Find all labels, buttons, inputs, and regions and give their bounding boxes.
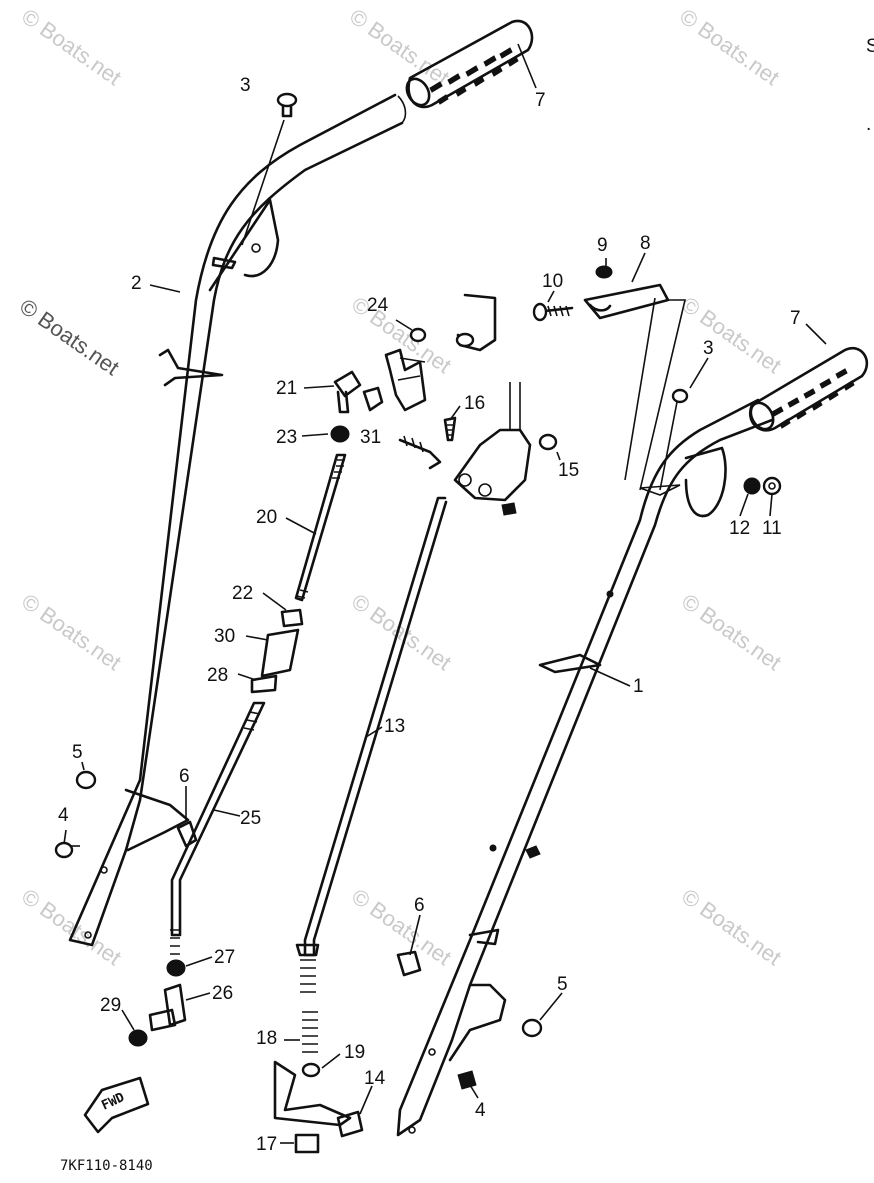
callout-14: 14 <box>364 1068 386 1089</box>
watermark: © Boats.net <box>677 589 786 676</box>
watermark: © Boats.net <box>345 4 454 91</box>
callout-21: 21 <box>276 378 297 399</box>
callout-5: 5 <box>557 974 568 995</box>
callout-23: 23 <box>276 427 297 448</box>
hardware-right <box>659 388 782 496</box>
watermark: © Boats.net <box>675 4 784 91</box>
callout-1: 1 <box>633 676 644 697</box>
callout-13: 13 <box>384 716 405 737</box>
right-handle-part-1 <box>396 398 774 1137</box>
callout-16: 16 <box>464 393 485 414</box>
callout-6: 6 <box>179 766 190 787</box>
callout-11: 11 <box>762 518 782 539</box>
callout-19: 19 <box>344 1042 365 1063</box>
left-handle-part-2 <box>68 93 407 947</box>
callout-3: 3 <box>703 338 714 359</box>
callout-7: 7 <box>535 90 546 111</box>
edge-mark: . <box>866 114 871 135</box>
callout-22: 22 <box>232 583 253 604</box>
bracket-assembly <box>330 293 497 470</box>
watermark: © Boats.net <box>347 589 456 676</box>
callouts: 7 3 2 24 21 23 31 16 15 20 22 30 28 5 6 … <box>58 75 801 1155</box>
rod-part-13 <box>273 496 448 1154</box>
callout-24: 24 <box>367 295 389 316</box>
watermark: © Boats.net <box>17 4 126 91</box>
screw-part-3-left <box>241 92 298 246</box>
drawing-code: 7KF110-8140 <box>60 1158 153 1174</box>
callout-6: 6 <box>414 895 425 916</box>
callout-25: 25 <box>240 808 261 829</box>
fwd-arrow-icon: FWD <box>83 1076 150 1134</box>
watermark: © Boats.net <box>677 884 786 971</box>
callout-18: 18 <box>256 1028 277 1049</box>
watermark: © Boats.net <box>677 292 786 379</box>
leader-lines <box>63 43 827 1144</box>
fwd-label: FWD <box>99 1090 127 1114</box>
callout-3: 3 <box>240 75 251 96</box>
callout-4: 4 <box>475 1100 486 1121</box>
callout-8: 8 <box>640 233 651 254</box>
clutch-plate <box>443 382 558 516</box>
callout-9: 9 <box>597 235 608 256</box>
callout-27: 27 <box>214 947 235 968</box>
watermark: © Boats.net <box>347 292 456 379</box>
callout-7: 7 <box>790 308 801 329</box>
callout-31: 31 <box>360 427 381 448</box>
callout-26: 26 <box>212 983 233 1004</box>
callout-20: 20 <box>256 507 277 528</box>
callout-2: 2 <box>131 273 142 294</box>
callout-30: 30 <box>214 626 235 647</box>
right-hardware <box>396 950 543 1090</box>
lever-part-8 <box>532 265 687 491</box>
callout-17: 17 <box>256 1134 277 1155</box>
callout-12: 12 <box>729 518 750 539</box>
grip-part-7-right <box>749 346 869 432</box>
adjuster-rods <box>128 453 347 1047</box>
callout-15: 15 <box>558 460 579 481</box>
watermark: © Boats.net <box>347 884 456 971</box>
callout-4: 4 <box>58 805 69 826</box>
callout-10: 10 <box>542 271 563 292</box>
callout-5: 5 <box>72 742 83 763</box>
grip-part-7-left <box>405 19 534 109</box>
edge-mark: S <box>866 36 874 57</box>
watermark: © Boats.net <box>15 294 124 381</box>
callout-29: 29 <box>100 995 121 1016</box>
callout-28: 28 <box>207 665 228 686</box>
watermark: © Boats.net <box>17 589 126 676</box>
